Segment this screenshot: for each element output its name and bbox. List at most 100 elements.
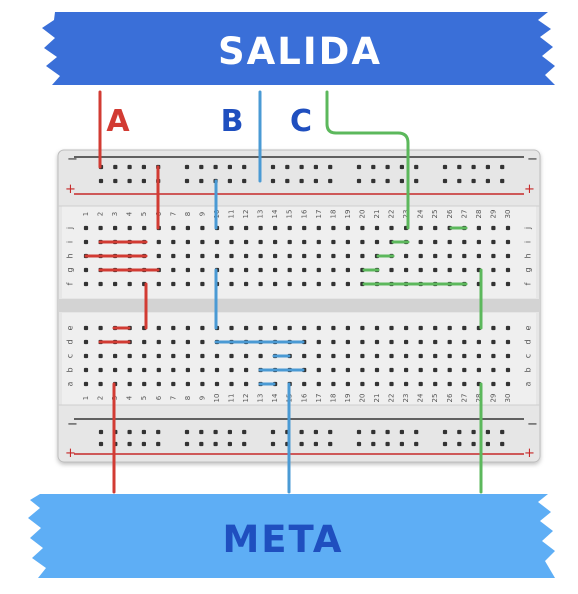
column-number-label: 4 <box>126 395 134 400</box>
breadboard-hole <box>127 225 132 231</box>
breadboard-hole <box>316 281 321 287</box>
breadboard-hole <box>433 225 438 231</box>
breadboard-hole <box>171 253 176 259</box>
breadboard-hole <box>184 178 190 184</box>
breadboard-hole <box>229 253 234 259</box>
row-letter-label: j <box>66 227 75 230</box>
breadboard-hole <box>185 339 190 345</box>
breadboard-hole <box>316 325 321 331</box>
breadboard-hole <box>142 381 147 387</box>
breadboard-hole <box>83 367 89 373</box>
breadboard-hole <box>199 429 204 435</box>
breadboard-hole <box>433 253 438 259</box>
breadboard-hole <box>83 339 89 345</box>
jumper-wires <box>84 90 483 494</box>
breadboard-hole <box>433 325 438 331</box>
column-number-label: 22 <box>388 394 396 403</box>
breadboard-hole <box>214 253 220 259</box>
breadboard-hole <box>491 367 496 373</box>
breadboard-hole <box>287 239 292 245</box>
breadboard-hole <box>447 353 452 359</box>
breadboard-hole <box>356 178 362 184</box>
breadboard-hole <box>83 239 89 245</box>
breadboard-hole <box>299 429 304 435</box>
breadboard-hole <box>328 164 333 170</box>
top-banner: SALIDA <box>42 12 555 85</box>
breadboard-hole <box>258 353 263 359</box>
breadboard-hole <box>287 325 292 331</box>
breadboard-hole <box>83 381 89 387</box>
breadboard-hole <box>285 178 290 184</box>
column-number-label: 23 <box>402 394 410 403</box>
breadboard-hole <box>457 178 462 184</box>
breadboard-hole <box>500 164 505 170</box>
breadboard-hole <box>273 239 278 245</box>
breadboard-hole <box>418 267 423 273</box>
breadboard-hole <box>200 239 205 245</box>
breadboard-hole <box>141 178 146 184</box>
breadboard-hole <box>171 381 176 387</box>
breadboard-hole <box>156 353 161 359</box>
breadboard-hole <box>331 353 336 359</box>
breadboard-hole <box>200 353 205 359</box>
breadboard-hole <box>244 353 249 359</box>
breadboard-hole <box>418 225 423 231</box>
breadboard-hole <box>127 441 132 447</box>
breadboard-hole <box>404 339 409 345</box>
breadboard-hole <box>457 441 462 447</box>
column-number-label: 27 <box>460 210 468 219</box>
breadboard-hole <box>360 325 365 331</box>
breadboard-hole <box>462 325 467 331</box>
rail-sign-plus-top-right: + <box>524 182 535 197</box>
breadboard-hole <box>127 353 132 359</box>
breadboard-hole <box>418 325 423 331</box>
breadboard-hole <box>185 267 190 273</box>
wire-green-entry <box>325 90 410 230</box>
breadboard-hole <box>242 164 247 170</box>
breadboard: − − + + − − + + 112233445566778899101011… <box>57 149 541 463</box>
breadboard-hole <box>213 164 218 170</box>
breadboard-hole <box>200 367 205 373</box>
breadboard-hole <box>485 164 490 170</box>
breadboard-hole <box>360 381 365 387</box>
breadboard-hole <box>185 225 190 231</box>
breadboard-hole <box>171 325 176 331</box>
breadboard-hole <box>200 281 205 287</box>
breadboard-hole <box>242 441 247 447</box>
breadboard-hole <box>399 178 404 184</box>
breadboard-hole <box>331 339 336 345</box>
breadboard-hole <box>316 367 321 373</box>
breadboard-hole <box>258 281 263 287</box>
row-letter-label: e <box>524 325 533 330</box>
breadboard-hole <box>442 178 448 184</box>
breadboard-hole <box>83 225 89 231</box>
column-number-label: 26 <box>446 393 454 402</box>
breadboard-hole <box>371 441 376 447</box>
breadboard-hole <box>113 367 118 373</box>
breadboard-hole <box>385 164 390 170</box>
breadboard-hole <box>213 441 218 447</box>
breadboard-hole <box>374 381 380 387</box>
breadboard-hole <box>331 281 336 287</box>
breadboard-hole <box>200 325 205 331</box>
breadboard-hole <box>374 325 380 331</box>
column-number-label: 2 <box>97 212 105 216</box>
breadboard-hole <box>389 339 394 345</box>
breadboard-hole <box>505 339 511 345</box>
breadboard-hole <box>345 281 350 287</box>
breadboard-hole <box>316 239 321 245</box>
column-number-labels: 1122334455667788991010111112121313141415… <box>82 209 512 402</box>
breadboard-hole <box>244 381 249 387</box>
breadboard-hole <box>389 367 394 373</box>
path-label-b: B <box>221 104 244 139</box>
breadboard-hole <box>360 253 365 259</box>
breadboard-hole <box>302 239 307 245</box>
breadboard-hole <box>98 353 103 359</box>
column-number-label: 5 <box>140 212 148 216</box>
breadboard-hole <box>287 253 292 259</box>
breadboard-hole <box>98 429 104 435</box>
column-number-label: 1 <box>82 396 90 400</box>
breadboard-hole <box>185 325 190 331</box>
breadboard-hole <box>156 381 161 387</box>
column-number-label: 5 <box>140 396 148 400</box>
